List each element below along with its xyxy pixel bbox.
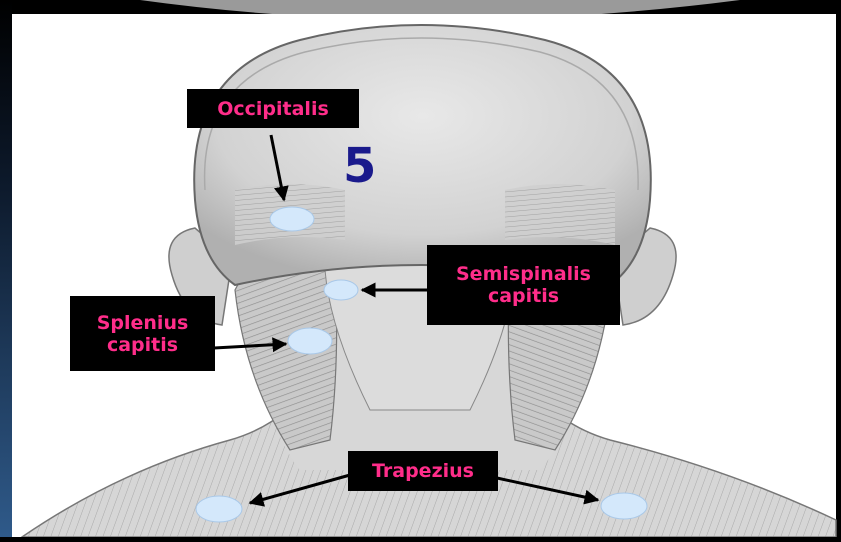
- occipitalis-marker: [270, 207, 314, 231]
- trapezius-left-marker: [196, 496, 242, 522]
- trapezius-right-marker: [601, 493, 647, 519]
- splenius-label-line2: capitis: [107, 334, 178, 356]
- occipitalis-label-text: Occipitalis: [217, 98, 329, 120]
- semispinalis-label-line2: capitis: [488, 285, 559, 307]
- slide-edge: [0, 0, 12, 537]
- semispinalis-marker: [324, 280, 358, 300]
- splenius-label: Splenius capitis: [70, 296, 215, 371]
- occipitalis-right-fibers: [505, 184, 615, 245]
- trapezius-label-text: Trapezius: [372, 460, 474, 482]
- figure-number: 5: [343, 140, 376, 192]
- trapezius-label: Trapezius: [348, 451, 498, 491]
- semispinalis-label-line1: Semispinalis: [456, 263, 591, 285]
- splenius-marker: [288, 328, 332, 354]
- splenius-label-line1: Splenius: [97, 312, 189, 334]
- semispinalis-label: Semispinalis capitis: [427, 245, 620, 325]
- occipitalis-label: Occipitalis: [187, 89, 359, 128]
